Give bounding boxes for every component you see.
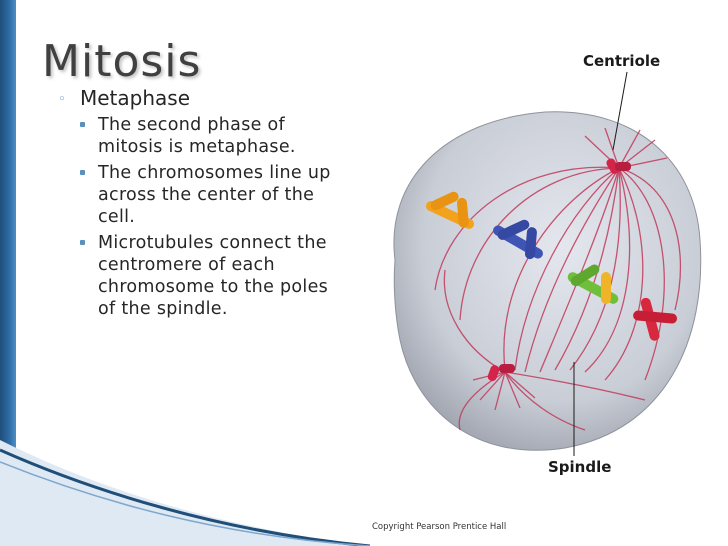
bullet-text: The second phase of mitosis is metaphase… xyxy=(98,115,296,157)
copyright-text: Copyright Pearson Prentice Hall xyxy=(372,522,507,532)
square-bullet-icon xyxy=(80,240,85,245)
bullet-text: The chromosomes line up across the cente… xyxy=(98,163,331,227)
list-item: The chromosomes line up across the cente… xyxy=(76,162,340,228)
chromosome-orange xyxy=(425,191,475,229)
bottom-swoosh-decoration xyxy=(0,440,370,546)
left-accent-bar xyxy=(0,0,16,546)
metaphase-heading: Metaphase xyxy=(80,86,191,110)
metaphase-cell-diagram xyxy=(393,71,702,456)
centriole-label: Centriole xyxy=(583,52,661,70)
square-bullet-icon xyxy=(80,122,85,127)
chromosome-blue xyxy=(493,219,543,260)
list-item: Microtubules connect the centromere of e… xyxy=(76,232,340,320)
spindle-label: Spindle xyxy=(548,458,612,476)
square-bullet-icon xyxy=(80,170,85,175)
chromosome-green xyxy=(567,264,619,304)
circle-bullet-icon: ◦ xyxy=(58,92,66,107)
bullet-text: Microtubules connect the centromere of e… xyxy=(98,233,329,319)
centriole-bottom xyxy=(487,364,515,382)
bullet-list: The second phase of mitosis is metaphase… xyxy=(76,114,340,324)
slide-title: Mitosis xyxy=(42,36,202,87)
chromosome-red xyxy=(633,297,678,341)
centriole-pointer-line xyxy=(612,71,628,151)
list-item: The second phase of mitosis is metaphase… xyxy=(76,114,340,158)
centriole-top xyxy=(606,158,631,174)
cell-body xyxy=(393,111,702,451)
